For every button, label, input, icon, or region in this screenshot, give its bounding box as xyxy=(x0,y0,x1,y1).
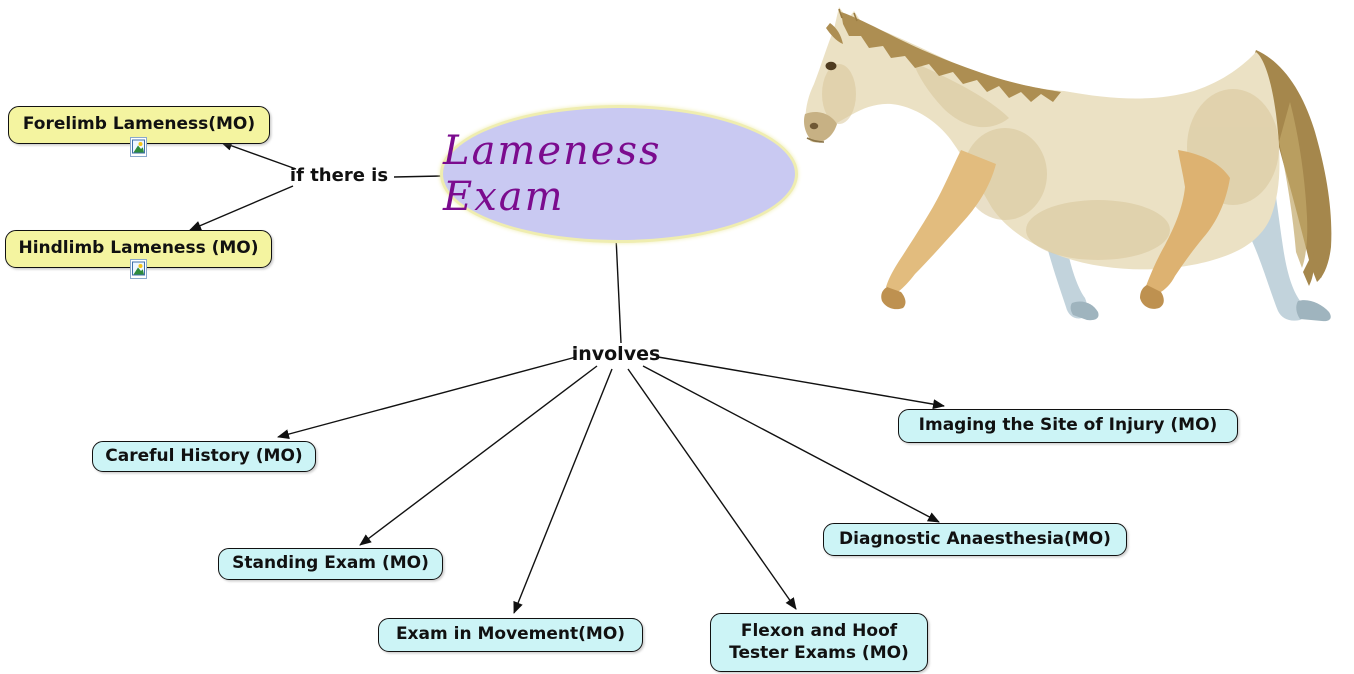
link-label-involves[interactable]: involves xyxy=(571,343,661,365)
horse-image xyxy=(803,7,1332,322)
link-label-if-there-is[interactable]: if there is xyxy=(289,165,389,186)
node-careful-history[interactable]: Careful History (MO) xyxy=(92,441,316,472)
line-ifthereis-to-hindlimb xyxy=(189,185,294,231)
node-imaging-site-of-injury[interactable]: Imaging the Site of Injury (MO) xyxy=(898,409,1238,443)
line-involves-to-diagnostic xyxy=(642,365,940,523)
node-flexon-hoof-tester[interactable]: Flexon and Hoof Tester Exams (MO) xyxy=(710,613,928,672)
line-involves-to-movement xyxy=(513,368,613,614)
node-diagnostic-anaesthesia[interactable]: Diagnostic Anaesthesia(MO) xyxy=(823,523,1127,556)
image-resource-icon[interactable] xyxy=(130,137,147,157)
root-node-lameness-exam[interactable]: Lameness Exam xyxy=(440,105,798,243)
line-ifthereis-to-forelimb xyxy=(220,141,297,170)
line-root-to-ifthereis xyxy=(393,175,442,178)
root-node-label: Lameness Exam xyxy=(443,128,662,220)
node-exam-in-movement[interactable]: Exam in Movement(MO) xyxy=(378,618,643,652)
node-standing-exam[interactable]: Standing Exam (MO) xyxy=(218,548,443,580)
line-root-to-involves xyxy=(615,236,622,344)
line-involves-to-imaging xyxy=(657,356,945,410)
line-involves-to-standing xyxy=(359,365,598,546)
line-involves-to-careful xyxy=(277,356,577,439)
image-resource-icon[interactable] xyxy=(130,259,147,279)
line-involves-to-flexon xyxy=(627,368,797,610)
